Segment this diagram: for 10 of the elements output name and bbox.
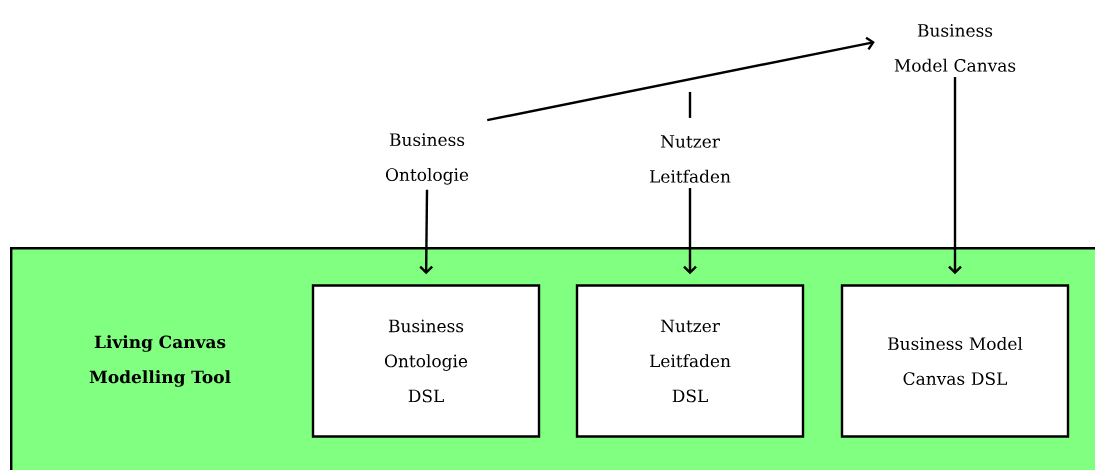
- dsl-box: Nutzer Leitfaden DSL: [575, 284, 805, 438]
- concept-label: Nutzer Leitfaden: [650, 135, 731, 183]
- arrow: [683, 188, 697, 275]
- dsl-box: Business Model Canvas DSL: [840, 284, 1070, 438]
- arrow: [486, 36, 875, 122]
- concept-label: Business Ontologie: [385, 133, 469, 185]
- arrow: [419, 189, 434, 275]
- dsl-box: Business Ontologie DSL: [311, 284, 541, 438]
- arrow: [948, 77, 962, 275]
- concept-label: Business Model Canvas: [894, 24, 1016, 72]
